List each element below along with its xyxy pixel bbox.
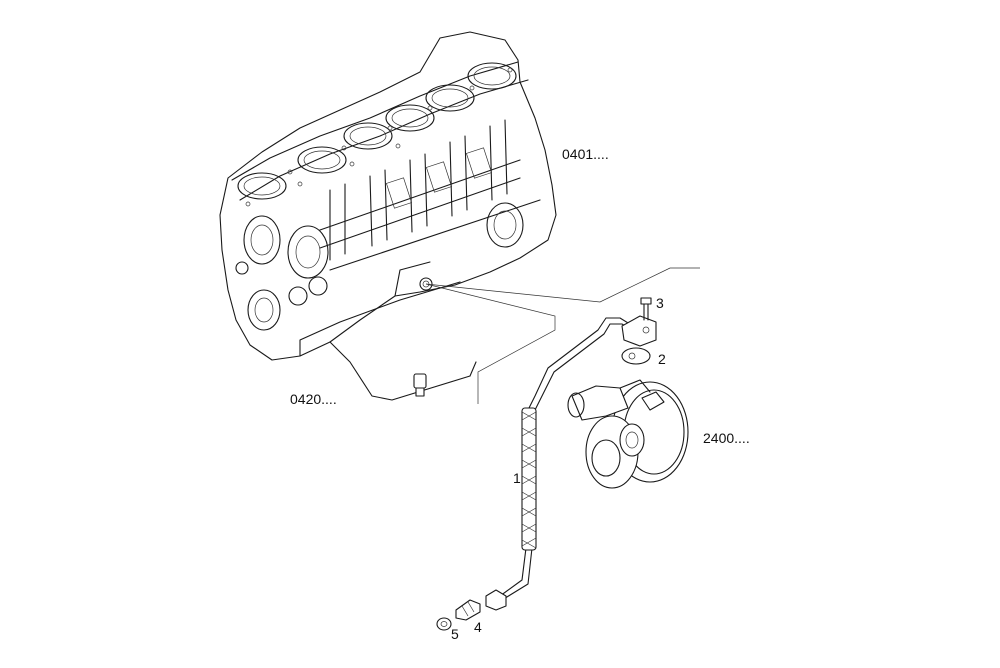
- union: [455, 599, 481, 621]
- turbocharger: [567, 379, 689, 489]
- callout-engine-block: 0401....: [562, 146, 609, 162]
- engine-block: [219, 31, 557, 361]
- bolt: [640, 297, 652, 321]
- callout-washer: 5: [451, 626, 459, 642]
- callout-union: 4: [474, 619, 482, 635]
- callout-pipe: 1: [513, 470, 521, 486]
- leader-lines: [425, 267, 700, 404]
- callout-turbocharger: 2400....: [703, 430, 750, 446]
- callout-gasket: 2: [658, 351, 666, 367]
- callout-oil-sump: 0420....: [290, 391, 337, 407]
- washer: [436, 617, 452, 631]
- oil-sump: [329, 341, 477, 401]
- oil-pipe: [485, 315, 657, 611]
- gasket: [621, 347, 651, 365]
- callout-bolt: 3: [656, 295, 664, 311]
